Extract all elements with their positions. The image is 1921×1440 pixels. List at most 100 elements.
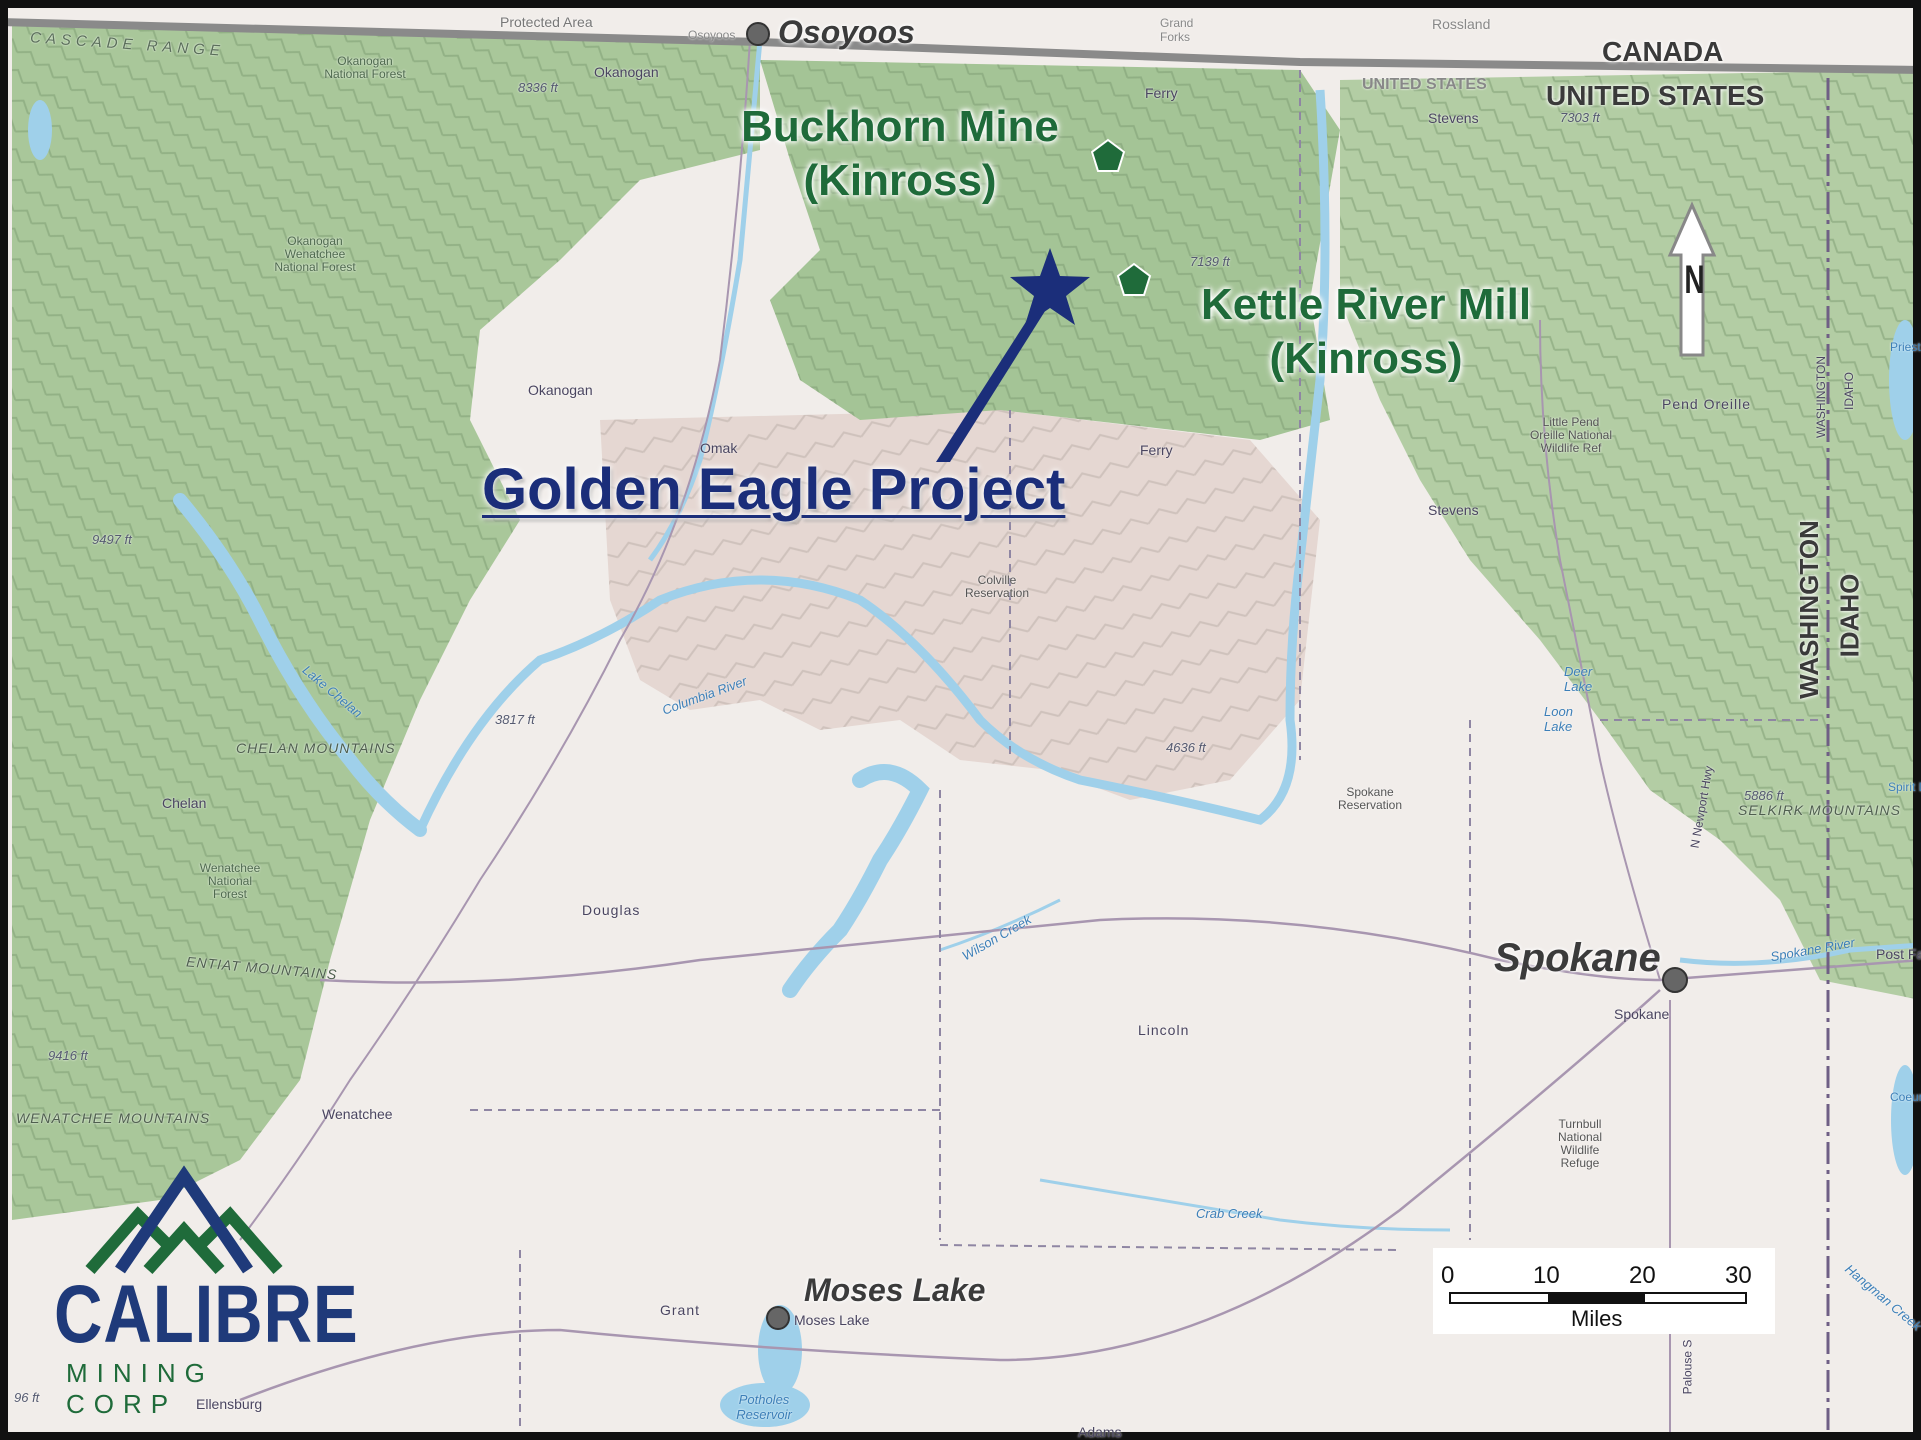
washington-small-label: WASHINGTON bbox=[1814, 355, 1829, 439]
cascade-terrain bbox=[12, 20, 760, 1220]
palouse-label: Palouse S bbox=[1680, 1339, 1695, 1395]
idaho-label: IDAHO bbox=[1834, 573, 1865, 658]
douglas-label: Douglas bbox=[582, 902, 641, 918]
peak-9416-label: 9416 ft bbox=[48, 1048, 88, 1063]
okanogan-top-label: Okanogan bbox=[594, 64, 659, 80]
ferry-top-label: Ferry bbox=[1145, 85, 1178, 101]
potholes-reservoir bbox=[720, 1383, 810, 1427]
northeast-terrain bbox=[1340, 70, 1921, 1000]
scale-tick-30: 30 bbox=[1725, 1262, 1752, 1289]
moses-lake-water bbox=[758, 1305, 802, 1395]
colville-res-label: Colville Reservation bbox=[964, 573, 1030, 600]
highway-2 bbox=[319, 917, 1921, 984]
kettle-river-mill-name: Kettle River Mill bbox=[1200, 280, 1532, 329]
spirit-lake-label: Spirit Lake bbox=[1888, 780, 1921, 794]
little-pend-label: Little Pend Oreille National Wildlife Re… bbox=[1529, 415, 1613, 455]
stevens-mid-label: Stevens bbox=[1428, 502, 1479, 518]
north-arrow bbox=[1667, 201, 1717, 357]
crab-creek-label: Crab Creek bbox=[1196, 1206, 1263, 1221]
golden-eagle-project-label: Golden Eagle Project bbox=[482, 457, 1066, 522]
peak-3817-label: 3817 ft bbox=[495, 712, 535, 727]
scale-tick-10: 10 bbox=[1533, 1262, 1560, 1289]
scale-tick-0: 0 bbox=[1441, 1262, 1455, 1289]
moses-lake-label: Moses Lake bbox=[804, 1272, 986, 1308]
chelan-label: Chelan bbox=[162, 795, 207, 811]
golden-eagle-project-star bbox=[1010, 248, 1090, 325]
pend-oreille-label: Pend Oreille bbox=[1662, 396, 1752, 412]
adams-label: Adams bbox=[1078, 1424, 1122, 1440]
chelan-mountains-label: CHELAN MOUNTAINS bbox=[236, 740, 396, 756]
washington-label: WASHINGTON bbox=[1793, 520, 1824, 699]
wilson-creek bbox=[939, 898, 1061, 952]
us-small-label: UNITED STATES bbox=[1362, 76, 1487, 93]
kettle-river-mill-label: Kettle River Mill (Kinross) bbox=[1176, 278, 1556, 386]
logo-mountain-mark bbox=[85, 1165, 283, 1275]
loon-lake-label: Loon Lake bbox=[1544, 704, 1573, 734]
highway-395 bbox=[1539, 319, 1661, 981]
project-leader-line bbox=[936, 300, 1052, 462]
united-states-label: UNITED STATES bbox=[1546, 80, 1765, 111]
lake-nw bbox=[28, 100, 52, 160]
rossland-label: Rossland bbox=[1432, 16, 1491, 32]
buckhorn-mine-owner: (Kinross) bbox=[803, 156, 997, 205]
logo-subtitle: MINING CORP bbox=[66, 1358, 214, 1419]
north-arrow-letter: N bbox=[1684, 258, 1705, 302]
okanogan-wen-label: Okanogan Wenatchee National Forest bbox=[274, 234, 356, 274]
calibre-logo: CALIBRE MINING CORP bbox=[50, 1160, 358, 1419]
lake-chelan bbox=[173, 493, 427, 837]
peak-4636-label: 4636 ft bbox=[1166, 740, 1206, 755]
kettle-river-mill-owner: (Kinross) bbox=[1269, 334, 1463, 383]
wenatchee-forest-label: Wenatchee National Forest bbox=[199, 861, 261, 901]
selkirk-label: SELKIRK MOUNTAINS bbox=[1738, 802, 1901, 818]
stevens-top-label: Stevens bbox=[1428, 110, 1479, 126]
scale-bar-graphic bbox=[1449, 1292, 1747, 1304]
highway-90 bbox=[239, 989, 1661, 1402]
potholes-label: Potholes Reservoir bbox=[736, 1392, 792, 1422]
wenatchee-mountains-label: WENATCHEE MOUNTAINS bbox=[16, 1110, 211, 1126]
peak-8336-label: 8336 ft bbox=[518, 80, 558, 95]
moses-lake-small-label: Moses Lake bbox=[794, 1312, 870, 1328]
spokane-res-label: Spokane Reservation bbox=[1337, 785, 1403, 812]
protected-area-label: Protected Area bbox=[500, 14, 593, 30]
priest-lake-label: Priest Lake bbox=[1890, 340, 1921, 354]
coeur-dalene-lake bbox=[1891, 1065, 1919, 1175]
moses-lake-marker bbox=[766, 1306, 790, 1330]
ferry-mid-label: Ferry bbox=[1140, 442, 1173, 458]
omak-label: Omak bbox=[700, 440, 738, 456]
spokane-small-label: Spokane bbox=[1614, 1006, 1670, 1022]
okanogan-mid-label: Okanogan bbox=[528, 382, 593, 398]
spokane-river bbox=[1679, 942, 1921, 966]
highland-texture bbox=[600, 410, 1320, 800]
scale-tick-20: 20 bbox=[1629, 1262, 1656, 1289]
lincoln-label: Lincoln bbox=[1138, 1022, 1190, 1038]
crab-creek bbox=[1039, 1178, 1451, 1232]
coeur-label: Coeur d'Alene Lake bbox=[1890, 1090, 1921, 1104]
scale-bar: 0 10 20 30 Miles bbox=[1433, 1248, 1775, 1334]
logo-name: CALIBRE bbox=[54, 1269, 359, 1360]
osoyoos-label: Osoyoos bbox=[778, 14, 915, 50]
grand-forks-label: Grand Forks bbox=[1160, 16, 1194, 44]
columbia-river bbox=[415, 89, 1330, 832]
osoyoos-marker bbox=[746, 22, 770, 46]
county-lines bbox=[470, 70, 1820, 1440]
peak-5886-label: 5886 ft bbox=[1744, 788, 1784, 803]
okanogan-forest-label: Okanogan National Forest bbox=[324, 54, 406, 81]
peak-7139-label: 7139 ft bbox=[1190, 254, 1230, 269]
scale-unit: Miles bbox=[1571, 1306, 1623, 1331]
wenatchee-label: Wenatchee bbox=[322, 1106, 393, 1122]
peak-7303-label: 7303 ft bbox=[1560, 110, 1600, 125]
spokane-label: Spokane bbox=[1494, 936, 1661, 980]
canada-us-border bbox=[0, 18, 1921, 74]
osoyoos-small-label: Osoyoos bbox=[688, 28, 736, 42]
idaho-small-label: IDAHO bbox=[1842, 371, 1857, 411]
buckhorn-mine-name: Buckhorn Mine bbox=[741, 102, 1059, 151]
deer-lake-label: Deer Lake bbox=[1564, 664, 1593, 694]
buckhorn-mine-marker bbox=[1090, 138, 1126, 172]
highway-97 bbox=[239, 39, 751, 1241]
buckhorn-mine-label: Buckhorn Mine (Kinross) bbox=[720, 100, 1080, 208]
ellensburg-label: Ellensburg bbox=[196, 1396, 263, 1412]
spokane-marker bbox=[1662, 967, 1688, 993]
